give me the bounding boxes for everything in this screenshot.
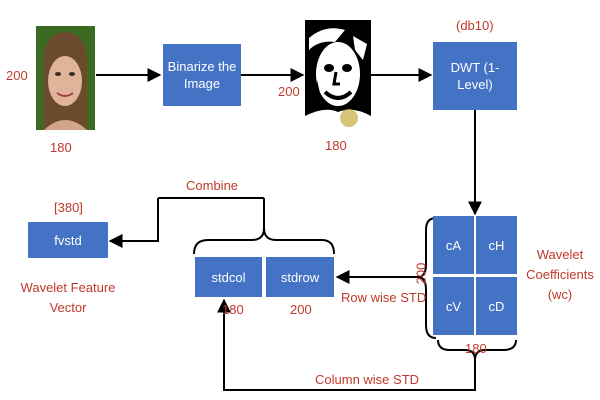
input-face-image <box>36 26 95 130</box>
dwt-box: DWT (1-Level) <box>433 42 517 110</box>
binary-face-image <box>305 20 371 130</box>
binary-width-label: 180 <box>325 138 347 153</box>
stdrow-size-label: 200 <box>290 302 312 317</box>
arrow-column-wise <box>217 298 476 391</box>
stdcol-size-label: 180 <box>222 302 244 317</box>
coefficient-ch: cH <box>476 216 517 274</box>
binarize-box: Binarize the Image <box>163 44 241 106</box>
combine-label: Combine <box>186 178 239 193</box>
binary-height-label: 200 <box>278 84 300 99</box>
coefficient-cv: cV <box>433 277 474 335</box>
fvstd-size-label: [380] <box>54 200 83 215</box>
coefficients-width-label: 180 <box>465 341 487 356</box>
dwt-wavelet-label: (db10) <box>456 18 494 33</box>
stdcol-box: stdcol <box>195 257 262 297</box>
fvstd-caption: Wavelet Feature Vector <box>20 280 116 315</box>
fvstd-box: fvstd <box>28 222 108 258</box>
stdrow-box: stdrow <box>266 257 334 297</box>
brace-coefficients-height <box>417 217 437 339</box>
brace-coefficients-width <box>437 339 517 361</box>
coefficient-ca: cA <box>433 216 474 274</box>
coefficient-cd: cD <box>476 277 517 335</box>
input-width-label: 180 <box>50 140 72 155</box>
brace-combine <box>193 227 335 255</box>
coefficients-height-label: 200 <box>413 262 429 285</box>
row-wise-label: Row wise STD <box>341 290 427 305</box>
input-height-label: 200 <box>6 68 28 83</box>
coefficients-caption: Wavelet Coefficients (wc) <box>526 247 594 302</box>
arrow-combine-to-fvstd <box>108 198 159 248</box>
column-wise-label: Column wise STD <box>315 372 420 387</box>
